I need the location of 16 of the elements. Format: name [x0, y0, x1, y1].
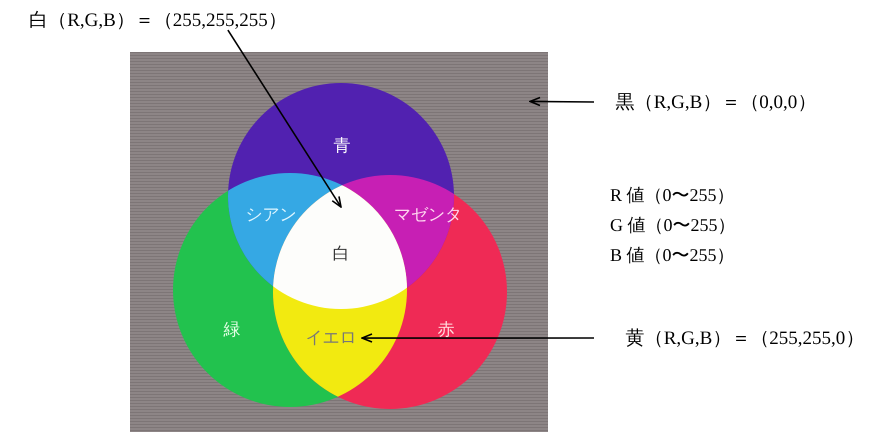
leader-arrow [361, 333, 594, 343]
region-label: 白 [332, 242, 350, 264]
leader-arrow [227, 30, 342, 208]
region-label: 緑 [224, 318, 240, 340]
leader-arrow [529, 96, 594, 106]
region-label: イエロ [306, 326, 356, 348]
value-range-text: G 値（0〜255） [610, 214, 736, 237]
callout-text: 黒（R,G,B）＝（0,0,0） [616, 91, 816, 115]
callout-text: 白（R,G,B）＝（255,255,255） [29, 9, 287, 33]
value-range-text: B 値（0〜255） [610, 244, 735, 267]
value-range-text: R 値（0〜255） [610, 184, 735, 207]
region-label: 青 [334, 134, 350, 156]
region-label: 赤 [438, 318, 454, 340]
region-label: シアン [246, 204, 296, 226]
callout-text: 黄（R,G,B）＝（255,255,0） [626, 327, 864, 351]
region-label: マゼンタ [394, 204, 462, 226]
